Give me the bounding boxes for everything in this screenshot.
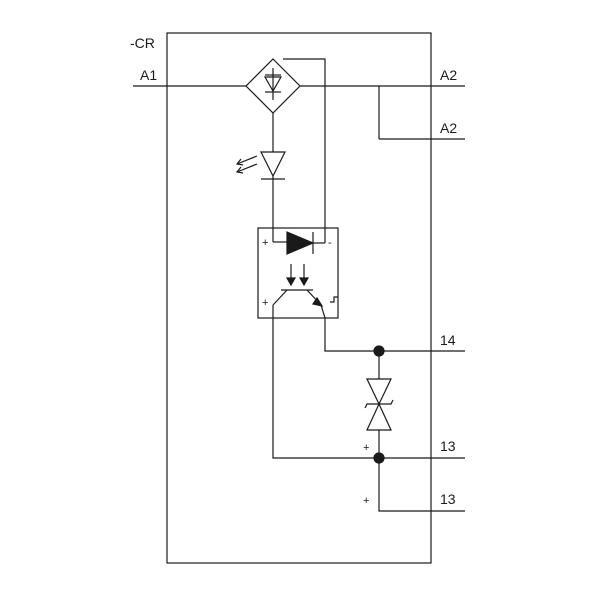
terminal-a1-label: A1 [140, 67, 157, 83]
terminal-a2-bottom-label: A2 [440, 120, 457, 136]
led-light-arrow-1 [236, 163, 258, 173]
led-minus-label: - [328, 237, 332, 249]
led-light-arrow-2 [236, 155, 258, 165]
optocoupler-led [286, 231, 315, 255]
wire-terminal-13-bottom [378, 458, 465, 512]
terminal-13-top-label: 13 [440, 438, 456, 454]
wire-rectifier-return [283, 58, 326, 228]
optocoupler-box [257, 227, 339, 319]
device-tag: -CR [130, 35, 155, 51]
led-plus-label: + [262, 237, 268, 249]
terminal-13-bottom-label: 13 [440, 491, 456, 507]
transistor-plus-label: + [262, 297, 268, 309]
wire-transistor-out [320, 304, 379, 352]
wire-transistor-plus [272, 305, 379, 459]
indicator-led [260, 151, 286, 178]
suppressor-diode-bar [364, 399, 394, 409]
output-plus-upper-label: + [363, 442, 369, 454]
output-plus-lower-label: + [363, 495, 369, 507]
zero-cross-symbol [330, 296, 338, 303]
suppressor-diode-lower [366, 402, 392, 431]
terminal-a2-top-label: A2 [440, 67, 457, 83]
terminal-14-label: 14 [440, 332, 456, 348]
suppressor-diode-upper [366, 378, 392, 406]
phototransistor-collector [272, 289, 288, 306]
device-enclosure [166, 32, 432, 564]
